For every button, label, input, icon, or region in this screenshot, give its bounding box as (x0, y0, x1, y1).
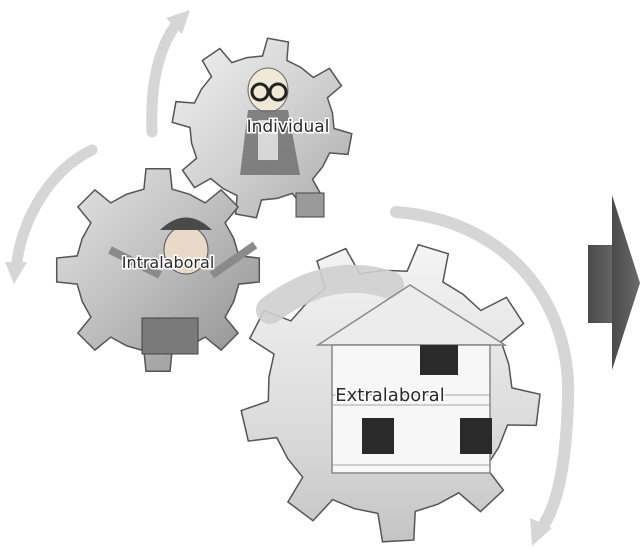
screen-icon (295, 192, 325, 218)
cycle-arrow-left (11, 144, 98, 268)
gear-individual: Individual (171, 37, 353, 219)
gear-intralaboral-label: Intralaboral (122, 253, 215, 272)
cycle-arrow-left-head (5, 262, 27, 284)
cycle-arrow-right (390, 206, 575, 536)
gear-intralaboral: Intralaboral (55, 167, 261, 373)
house-figure (256, 264, 508, 474)
right-arrow (588, 195, 640, 370)
house-window-right (460, 418, 492, 454)
right-arrow-head (612, 195, 640, 370)
cycle-arrow-top (146, 16, 184, 138)
cycle-arrow-right-head (530, 518, 552, 546)
laptop-icon (141, 317, 199, 355)
gear-extralaboral-label: Extralaboral (335, 385, 444, 406)
stressed-worker-figure (108, 217, 258, 355)
person-figure (240, 67, 325, 218)
cycle-arrows (5, 10, 575, 546)
house-window-left (362, 418, 394, 454)
cycle-arrow-top-head (166, 10, 190, 34)
gear-extralaboral: Extralaboral (240, 243, 541, 543)
gear-individual-label: Individual (247, 117, 330, 137)
house-window-top (420, 345, 458, 375)
